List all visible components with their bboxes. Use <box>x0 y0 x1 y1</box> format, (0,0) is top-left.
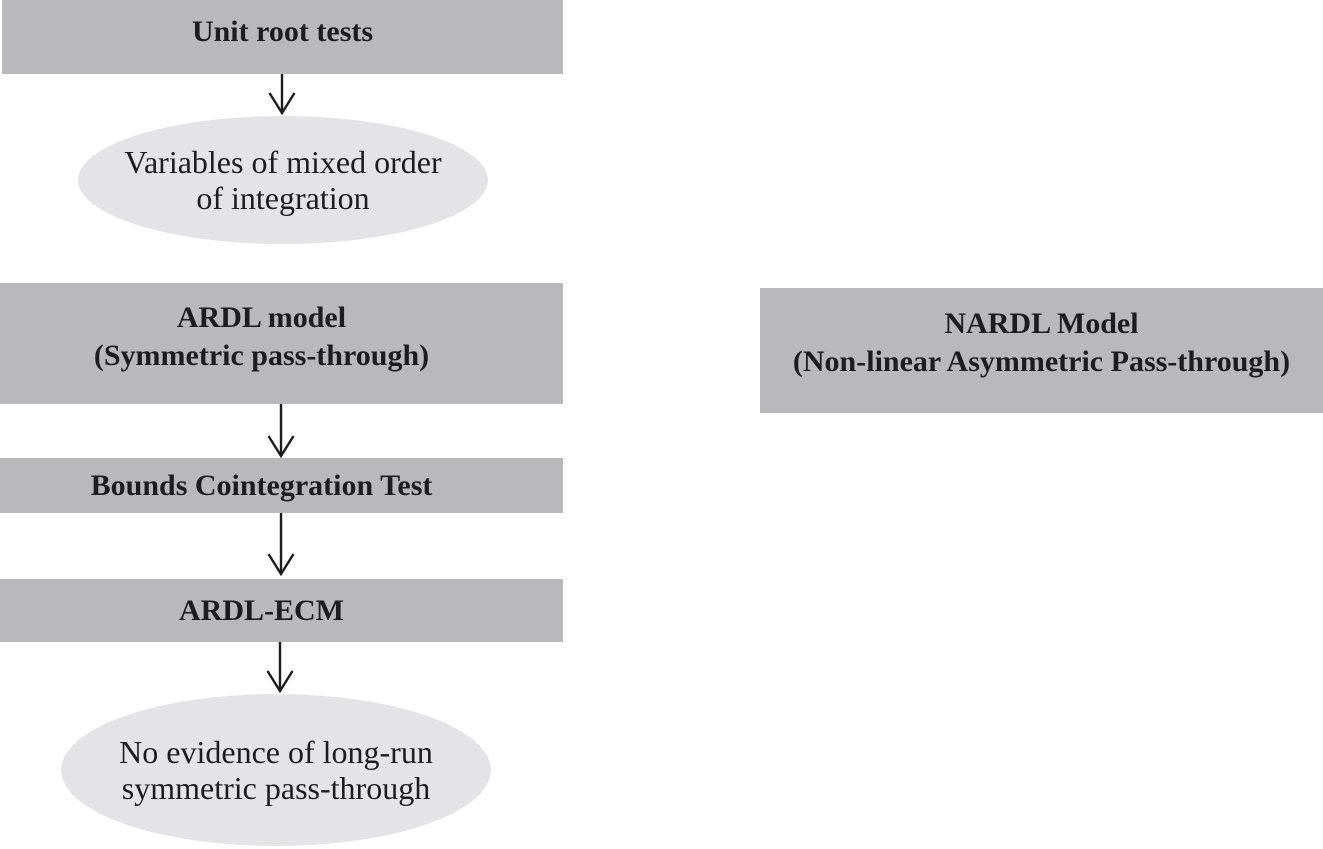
ardl-ecm-label: ARDL-ECM <box>179 593 344 627</box>
nardl-model-label: NARDL Model (Non-linear Asymmetric Pass-… <box>793 305 1290 381</box>
mixed-order-line-1: Variables of mixed order <box>124 144 442 180</box>
mixed-order-ellipse: Variables of mixed order of integration <box>78 116 488 244</box>
bounds-cointegration-test-box: Bounds Cointegration Test <box>0 458 563 513</box>
ardl-model-box: ARDL model (Symmetric pass-through) <box>0 283 563 404</box>
ardl-ecm-box: ARDL-ECM <box>0 579 563 642</box>
arrow-down-icon <box>267 513 295 576</box>
arrow-down-icon <box>266 642 294 693</box>
no-evidence-line-1: No evidence of long-run <box>119 734 433 770</box>
nardl-model-box: NARDL Model (Non-linear Asymmetric Pass-… <box>760 288 1323 413</box>
ardl-model-line-2: (Symmetric pass-through) <box>93 338 430 372</box>
nardl-model-line-1: NARDL Model <box>944 306 1139 340</box>
mixed-order-line-2: of integration <box>196 180 370 216</box>
unit-root-tests-box: Unit root tests <box>2 0 563 74</box>
ardl-model-line-1: ARDL model <box>176 300 347 334</box>
arrow-down-icon <box>268 74 296 115</box>
no-evidence-line-2: symmetric pass-through <box>121 770 431 806</box>
unit-root-tests-label: Unit root tests <box>191 15 374 48</box>
bounds-cointegration-test-label: Bounds Cointegration Test <box>90 468 433 502</box>
nardl-model-line-2: (Non-linear Asymmetric Pass-through) <box>792 344 1291 378</box>
ardl-model-label: ARDL model (Symmetric pass-through) <box>94 299 429 375</box>
no-evidence-ellipse: No evidence of long-run symmetric pass-t… <box>61 694 491 846</box>
arrow-down-icon <box>267 404 295 458</box>
